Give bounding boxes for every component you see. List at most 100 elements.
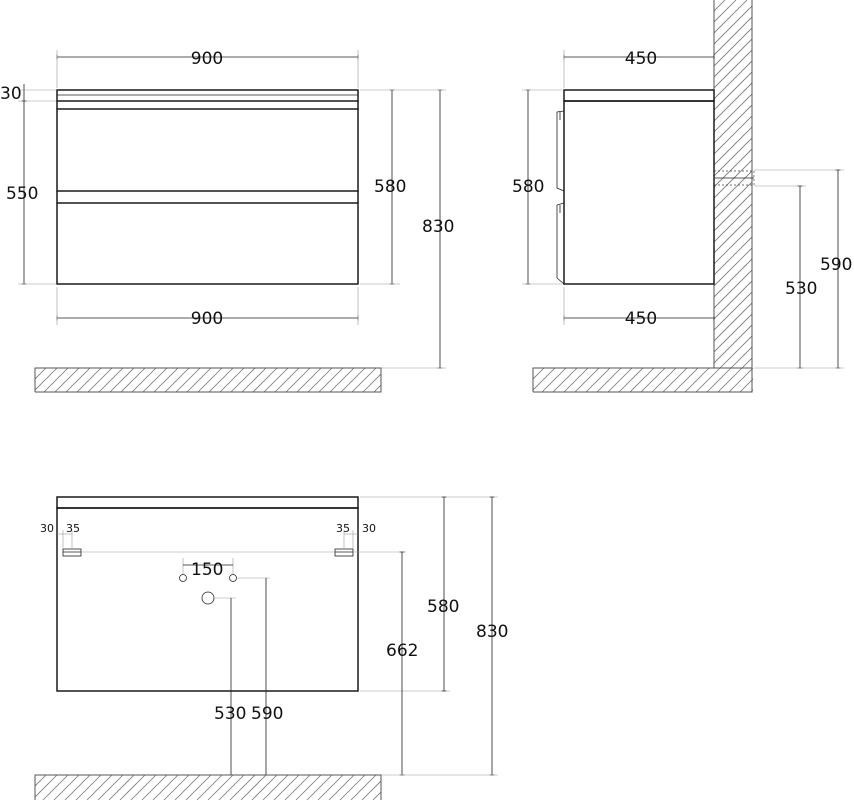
hatch-outline xyxy=(34,367,382,393)
hatch-line xyxy=(163,775,190,800)
hatch-line xyxy=(76,368,102,392)
rear-drain-height-label: 530 xyxy=(214,704,246,724)
hatch-line xyxy=(251,775,278,800)
hatch-line xyxy=(263,368,289,392)
hatch-line xyxy=(252,368,278,392)
hatch-line xyxy=(273,775,300,800)
hatch-line xyxy=(64,775,91,800)
hatch-line xyxy=(372,791,381,800)
front-floor-hatch xyxy=(34,367,382,393)
rear-hole-spacing-label: 150 xyxy=(191,560,223,580)
front-upper-drawer xyxy=(56,108,359,192)
hatch-line xyxy=(808,0,854,368)
front-width-bottom-label: 900 xyxy=(191,309,223,329)
hatch-line xyxy=(35,368,47,380)
rear-floor-hatch xyxy=(34,774,382,800)
hatch-line xyxy=(328,775,355,800)
hatch-line xyxy=(86,775,113,800)
hatch-line xyxy=(108,775,135,800)
hatch-line xyxy=(219,368,245,392)
hatch-line xyxy=(574,368,600,392)
hatch-line xyxy=(141,775,168,800)
rear-floor-height-label: 830 xyxy=(476,622,508,642)
hatch-line xyxy=(695,368,721,392)
hatch-line xyxy=(97,775,124,800)
hatch-line xyxy=(714,38,752,78)
hatch-line xyxy=(762,368,786,392)
rear-right-mount-label: 35 xyxy=(336,522,350,535)
hatch-line xyxy=(714,49,752,89)
hatch-line xyxy=(714,313,752,353)
hatch-line xyxy=(830,0,854,368)
hatch-line xyxy=(241,368,267,392)
rear-cabinet-height-label: 580 xyxy=(427,597,459,617)
rear-drain-hole xyxy=(201,591,215,605)
hatch-line xyxy=(120,368,146,392)
side-height-label: 580 xyxy=(512,177,544,197)
hatch-line xyxy=(797,0,854,368)
hatch-line xyxy=(296,368,322,392)
hatch-line xyxy=(35,368,36,369)
hatch-line xyxy=(596,368,622,392)
hatch-line xyxy=(285,368,311,392)
hatch-line xyxy=(35,775,36,776)
hatch-line xyxy=(130,775,157,800)
hatch-line xyxy=(533,368,534,369)
hatch-line xyxy=(307,368,333,392)
front-top-thickness-label: 30 xyxy=(0,84,22,104)
hatch-line xyxy=(362,373,381,392)
hatch-line xyxy=(317,775,344,800)
hatch-line xyxy=(714,0,748,34)
hatch-line xyxy=(230,368,256,392)
hatch-line xyxy=(714,148,752,188)
hatch-line xyxy=(717,368,743,392)
rear-left-bracket xyxy=(62,548,82,557)
side-depth-bottom-label: 450 xyxy=(625,309,657,329)
hatch-line xyxy=(350,775,377,800)
rear-view: 30 35 35 30 150 530 590 580 662 xyxy=(34,496,508,800)
hatch-line xyxy=(714,269,752,309)
hatch-line xyxy=(274,368,300,392)
hatch-line xyxy=(629,368,655,392)
hatch-line xyxy=(109,368,135,392)
hatch-line xyxy=(775,0,854,368)
front-width-top-label: 900 xyxy=(191,49,223,69)
hatch-line xyxy=(640,368,666,392)
hatch-line xyxy=(339,775,366,800)
hatch-line xyxy=(714,0,737,23)
rear-right-bracket xyxy=(334,548,354,557)
hatch-line xyxy=(175,368,201,392)
hatch-line xyxy=(533,368,545,380)
rear-left-edge-label: 30 xyxy=(40,522,54,535)
hatch-line xyxy=(295,775,322,800)
hatch-line xyxy=(43,368,69,392)
front-total-height-label: 580 xyxy=(374,177,406,197)
hatch-line xyxy=(719,335,752,368)
hatch-line xyxy=(240,775,267,800)
hatch-line xyxy=(714,115,752,155)
hatch-line xyxy=(373,384,381,392)
rear-mount-height-label: 662 xyxy=(386,641,418,661)
hatch-line xyxy=(329,368,355,392)
hatch-line xyxy=(207,775,234,800)
hatch-line xyxy=(153,368,179,392)
hatch-line xyxy=(35,368,58,391)
hatch-line xyxy=(764,0,854,368)
hatch-line xyxy=(87,368,113,392)
front-body-height-label: 550 xyxy=(6,184,38,204)
rear-supply-hole-right xyxy=(229,574,237,582)
hatch-line xyxy=(351,368,377,392)
hatch-line xyxy=(753,0,854,368)
hatch-line xyxy=(662,368,688,392)
hatch-line xyxy=(750,389,753,392)
side-countertop xyxy=(563,89,715,102)
hatch-line xyxy=(714,137,752,177)
hatch-line xyxy=(119,775,146,800)
side-wall-hatch xyxy=(713,0,854,369)
side-view: 450 450 580 530 590 xyxy=(512,0,854,393)
hatch-line xyxy=(185,775,212,800)
hatch-line xyxy=(262,775,289,800)
rear-left-mount-label: 35 xyxy=(66,522,80,535)
front-floor-height-label: 830 xyxy=(422,217,454,237)
